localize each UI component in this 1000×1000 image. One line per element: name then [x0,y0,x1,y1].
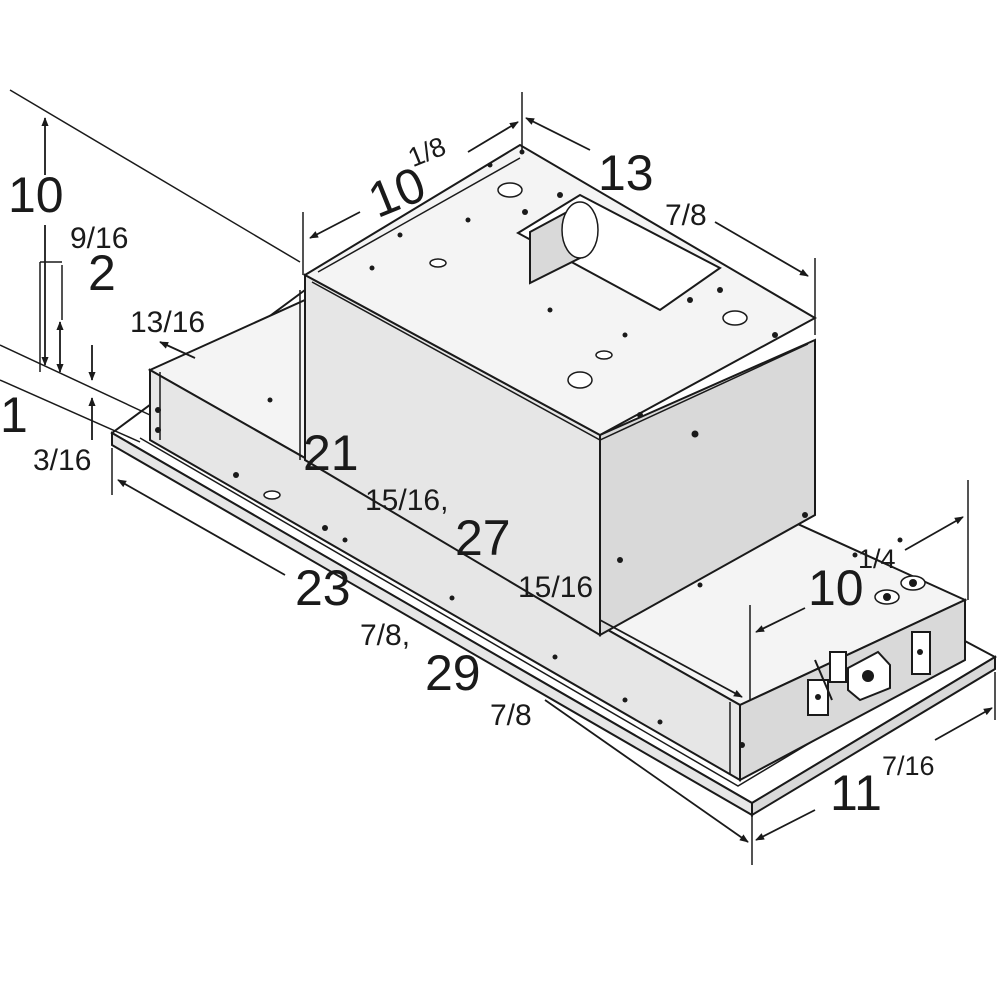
top-width-frac: 7/8 [665,199,707,232]
label-outer-width: 23 7/8, 29 7/8 [295,560,532,732]
electrical-knockouts [874,575,926,605]
top-width-whole: 13 [598,145,654,201]
dim-outer-width [111,448,753,865]
duct-collar [515,193,722,312]
liner-width-a-whole: 21 [303,425,359,481]
outer-width-b-whole: 29 [425,645,481,701]
mounting-holes [369,149,778,418]
liner-width-b-frac: 15/16 [518,571,593,604]
label-outer-depth: 11 7/16 [830,751,935,821]
dim-liner-width [599,619,743,698]
outer-depth-frac: 7/16 [882,751,935,781]
side-holes [155,397,903,748]
flange-height-frac: 3/16 [33,444,91,477]
outer-width-b-frac: 7/8 [490,699,532,732]
outer-depth-whole: 11 [830,765,882,821]
dim-flange-height [0,345,141,443]
dim-top-depth [302,92,523,275]
flange-height-whole: 1 [0,387,28,443]
side-depth-frac: 1/4 [858,544,896,574]
dim-height-total [0,89,301,416]
height-upper-frac: 13/16 [130,306,205,339]
dim-outer-depth [755,672,996,841]
height-total-frac: 9/16 [70,222,128,255]
dim-side-depth [749,480,969,700]
liner-width-a-frac: 15/16, [365,484,448,517]
label-height-total: 10 9/16 [8,167,128,255]
label-side-depth: 10 1/4 [808,544,896,616]
label-liner-width: 21 15/16, 27 15/16 [303,425,593,604]
dim-height-upper [39,261,196,373]
height-upper-whole: 2 [88,245,116,301]
height-total-whole: 10 [8,167,64,223]
outer-width-a-whole: 23 [295,560,351,616]
junction-bracket [807,631,931,716]
side-depth-whole: 10 [808,560,864,616]
outer-width-a-frac: 7/8, [360,619,410,652]
label-height-upper: 2 13/16 [88,245,205,339]
label-top-width: 13 7/8 [598,145,707,232]
liner-width-b-whole: 27 [455,510,511,566]
blower-box [299,143,818,637]
dim-top-width [525,117,816,335]
label-flange-height: 1 3/16 [0,387,91,477]
